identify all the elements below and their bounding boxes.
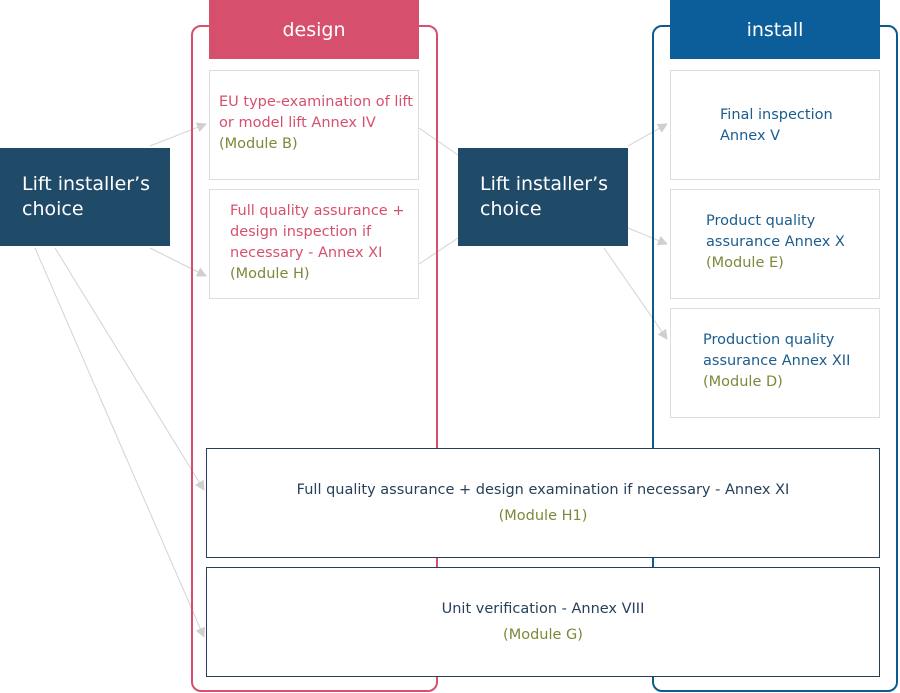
module-e-line2: assurance Annex X <box>706 234 845 250</box>
module-b-card: EU type-examination of lift or model lif… <box>209 70 419 180</box>
connector-choice-to-module-d <box>603 247 668 340</box>
module-g-box: Unit verification - Annex VIII (Module G… <box>206 567 880 677</box>
module-b-line1: EU type-examination of lift <box>219 94 413 110</box>
module-e-card: Product quality assurance Annex X (Modul… <box>670 189 880 299</box>
module-h1-box: Full quality assurance + design examinat… <box>206 448 880 558</box>
lift-installer-choice-middle: Lift installer’s choice <box>458 148 628 246</box>
module-b-line2: or model lift Annex IV <box>219 115 376 131</box>
module-e-label: (Module E) <box>706 255 784 271</box>
module-h1-label: (Module H1) <box>498 508 588 524</box>
final-inspection-card: Final inspection Annex V <box>670 70 880 180</box>
module-h-label: (Module H) <box>230 266 310 282</box>
module-h-card: Full quality assurance + design inspecti… <box>209 189 419 299</box>
module-h-line2: design inspection if <box>230 224 372 240</box>
module-h-line3: necessary - Annex XI <box>230 245 383 261</box>
connector-choice-to-module-h <box>149 247 207 277</box>
module-e-line1: Product quality <box>706 213 816 229</box>
module-b-label: (Module B) <box>219 136 298 152</box>
install-column-label: install <box>746 18 804 41</box>
choice-left-line1: Lift installer’s <box>22 173 151 195</box>
connector-module-h-to-choice <box>418 237 459 265</box>
lift-installer-choice-left: Lift installer’s choice <box>0 148 170 246</box>
final-inspection-line2: Annex V <box>720 128 781 144</box>
module-h1-text: Full quality assurance + design examinat… <box>296 482 790 498</box>
design-column-label: design <box>282 18 346 41</box>
connector-choice-to-module-g <box>34 247 205 638</box>
choice-left-line2: choice <box>22 198 84 220</box>
connector-module-b-to-choice <box>418 127 459 156</box>
connector-choice-to-module-final <box>627 123 668 147</box>
module-h-line1: Full quality assurance + <box>230 203 405 219</box>
module-d-card: Production quality assurance Annex XII (… <box>670 308 880 418</box>
install-column-header: install <box>670 0 880 59</box>
connector-choice-to-module-h1 <box>54 247 205 491</box>
module-d-label: (Module D) <box>703 374 783 390</box>
module-d-line1: Production quality <box>703 332 835 348</box>
connector-choice-to-module-b <box>149 122 207 147</box>
design-column-header: design <box>209 0 419 59</box>
module-g-text: Unit verification - Annex VIII <box>441 601 645 617</box>
final-inspection-line1: Final inspection <box>720 107 833 123</box>
connector-choice-to-module-e <box>627 227 668 246</box>
module-d-line2: assurance Annex XII <box>703 353 851 369</box>
choice-middle-line1: Lift installer’s <box>480 173 609 195</box>
choice-middle-line2: choice <box>480 198 542 220</box>
module-g-label: (Module G) <box>503 627 583 643</box>
